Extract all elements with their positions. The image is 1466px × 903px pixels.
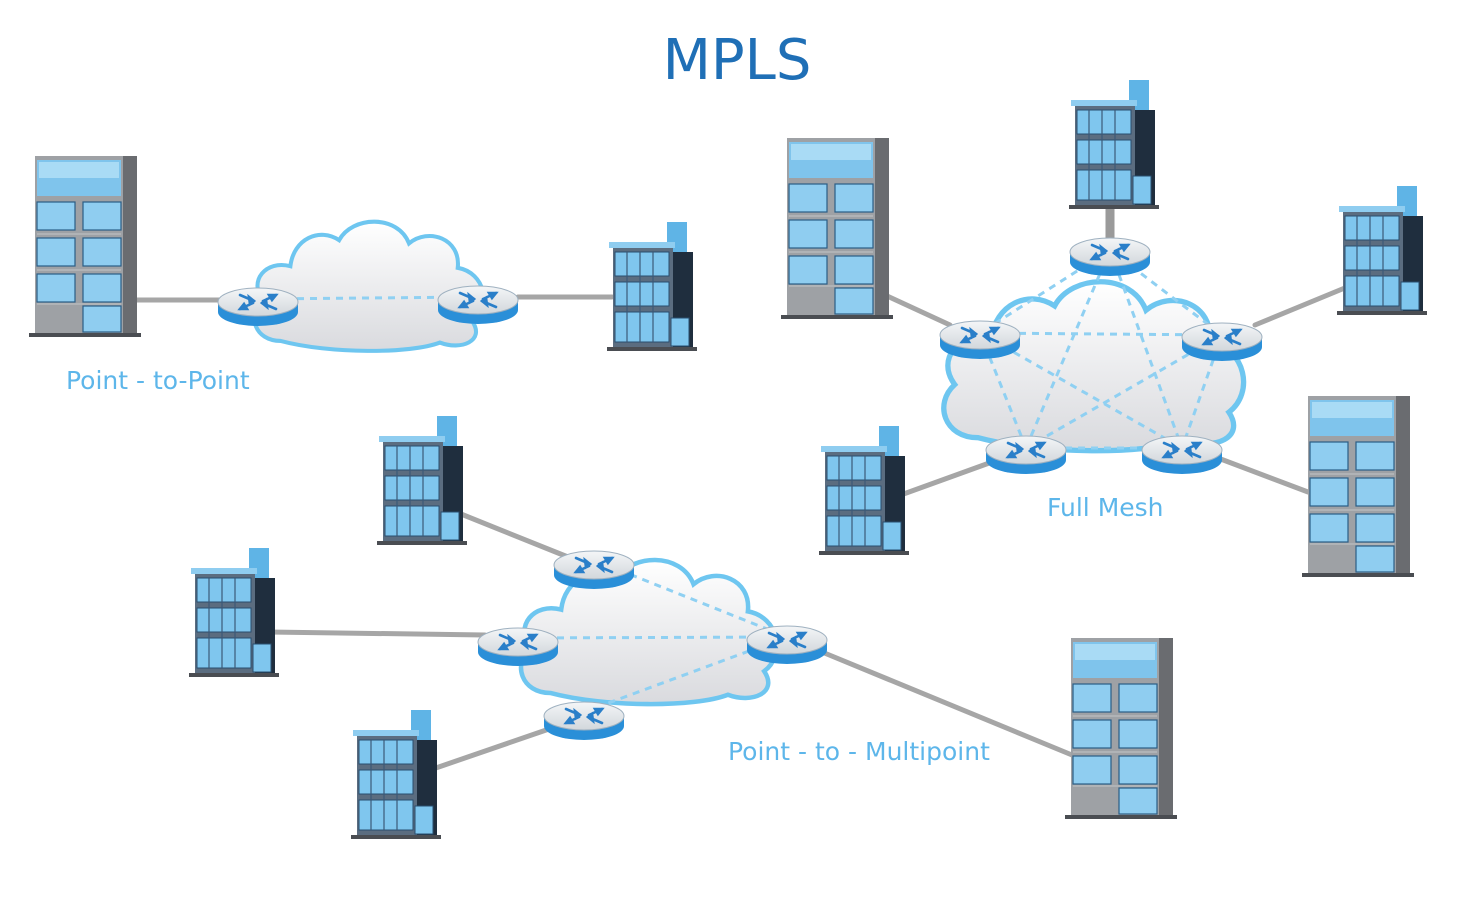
router-icon (1140, 434, 1224, 476)
caption-point-to-multipoint: Point - to - Multipoint (728, 737, 990, 766)
router-icon (436, 284, 520, 326)
building-icon (376, 415, 468, 546)
router-icon (1180, 321, 1264, 363)
link (1215, 455, 1311, 495)
caption-point-to-point: Point - to-Point (66, 366, 250, 395)
mesh-links (517, 558, 788, 714)
point-to-point-group: Point - to-Point (28, 155, 698, 395)
building-icon (1064, 637, 1178, 820)
diagram-title: MPLS (663, 28, 812, 93)
link (895, 459, 995, 499)
router-icon (542, 700, 626, 742)
building-icon (1301, 395, 1415, 578)
building-icon (28, 155, 142, 338)
router-icon (216, 286, 300, 328)
cloud-icon (254, 222, 483, 351)
link (427, 725, 555, 773)
building-icon (1068, 79, 1160, 210)
router-icon (938, 319, 1022, 361)
router-icon (552, 549, 636, 591)
link (882, 292, 953, 328)
building-icon (818, 425, 910, 556)
caption-full-mesh: Full Mesh (1047, 493, 1164, 522)
link (265, 629, 488, 638)
link (453, 509, 571, 560)
building-icon (606, 221, 698, 352)
link (819, 649, 1075, 758)
cloud-icon (944, 282, 1244, 451)
full-mesh-group: Full Mesh (780, 79, 1428, 578)
point-to-multipoint-group: Point - to - Multipoint (188, 415, 1178, 840)
router-icon (745, 624, 829, 666)
building-icon (188, 547, 280, 678)
router-icon (984, 434, 1068, 476)
building-icon (780, 137, 894, 320)
router-icon (1068, 236, 1152, 278)
building-icon (350, 709, 442, 840)
link (1252, 282, 1355, 328)
building-icon (1336, 185, 1428, 316)
router-icon (476, 626, 560, 668)
